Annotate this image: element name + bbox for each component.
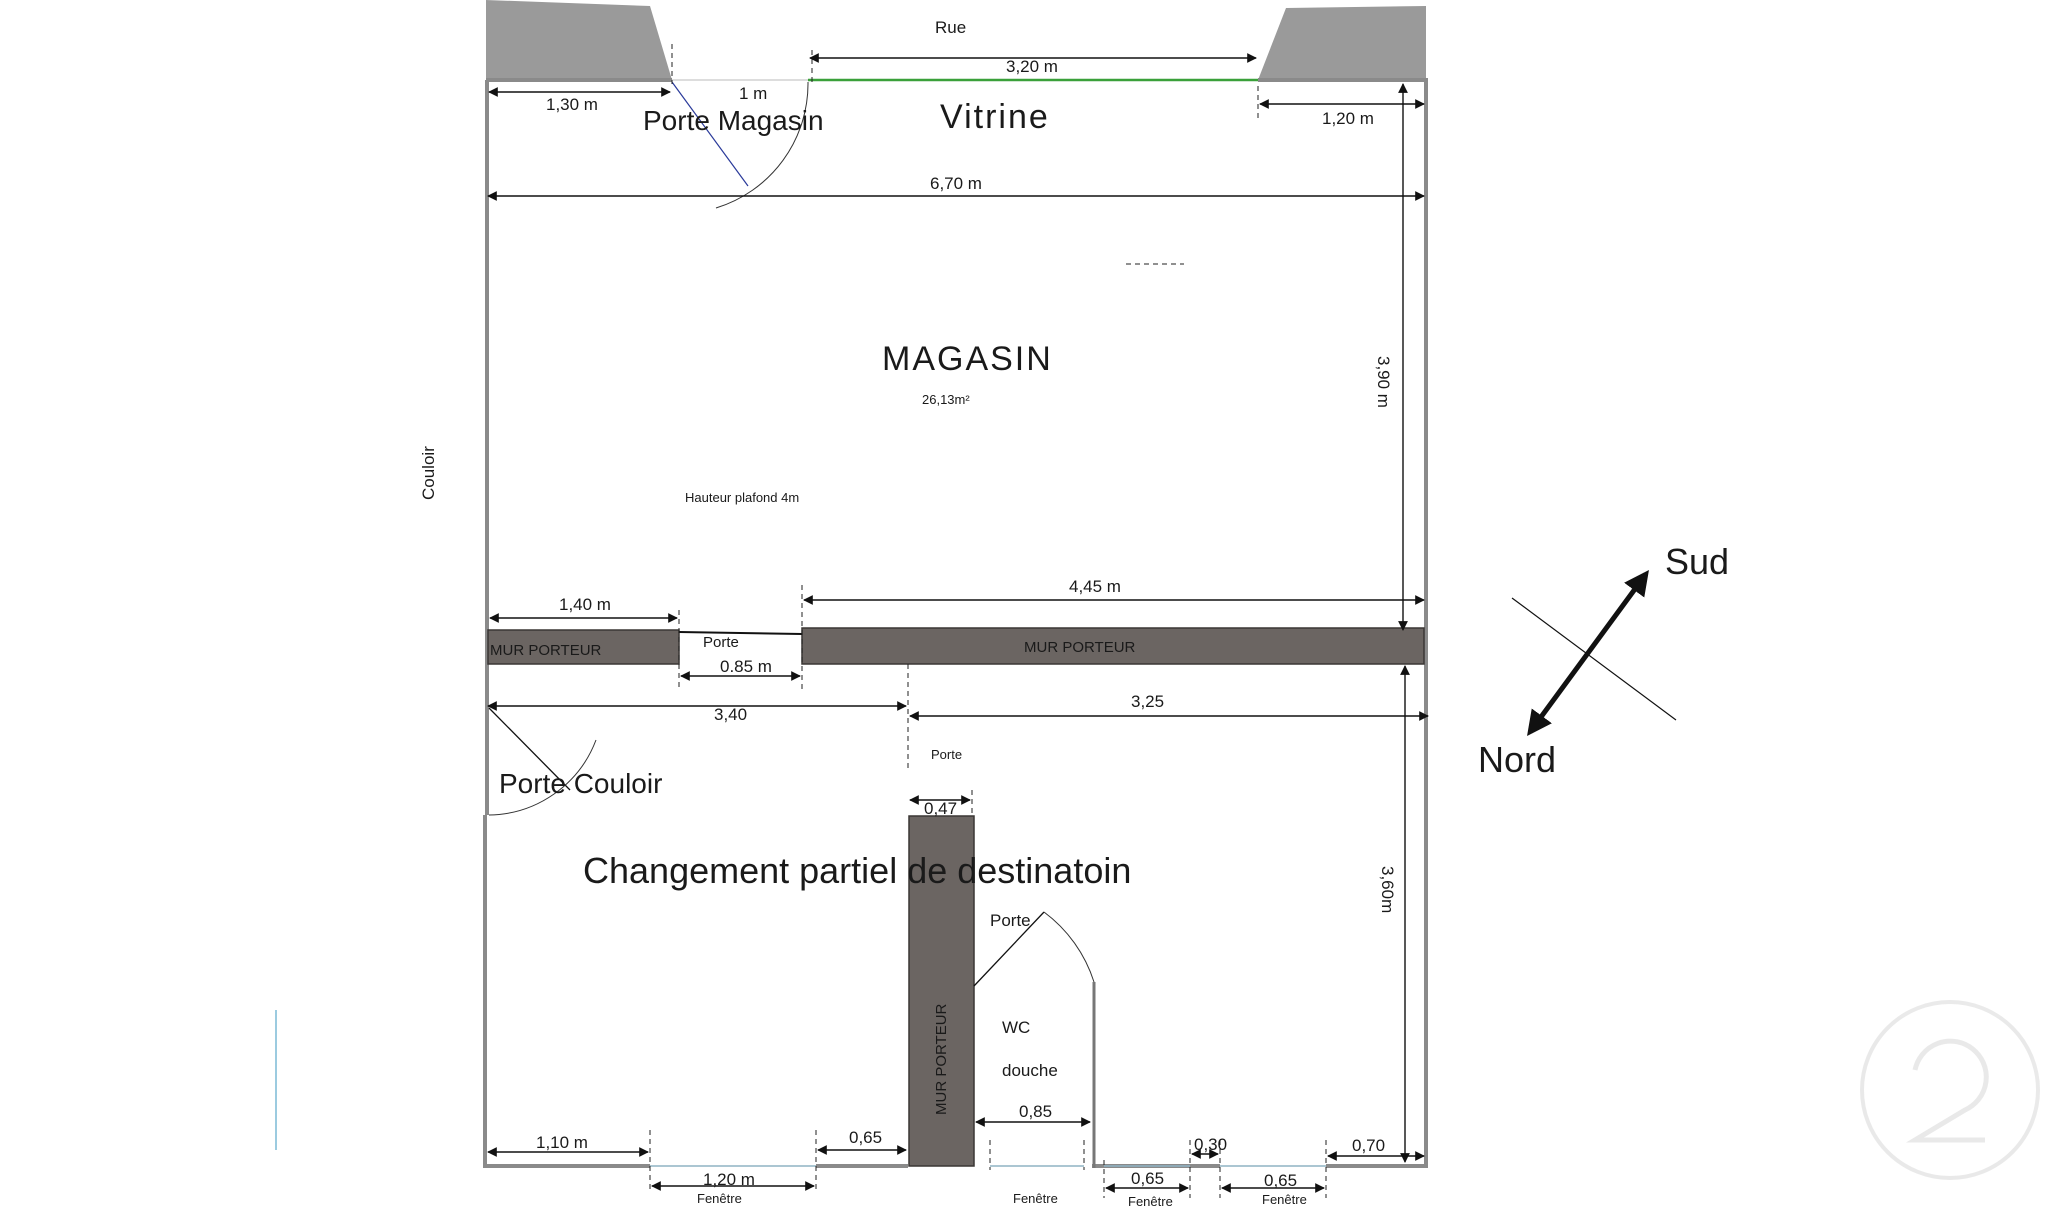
dimension-1-30: 1,30 m <box>546 95 598 114</box>
dimension-1m: 1 m <box>739 84 767 103</box>
room-area: 26,13m² <box>922 392 970 407</box>
corridor-label: Couloir <box>419 446 438 500</box>
dimension-3-90: 3,90 m <box>1374 356 1393 408</box>
dimension-3-25: 3,25 <box>1131 692 1164 711</box>
compass-south-label: Sud <box>1665 541 1729 582</box>
compass-north-label: Nord <box>1478 739 1556 780</box>
window-label-3: Fenêtre <box>1128 1194 1173 1209</box>
corridor-door-leaf <box>488 707 571 791</box>
corridor-door-label: Porte Couloir <box>499 768 662 799</box>
dimension-3-60: 3,60m <box>1378 866 1397 913</box>
bearing-wall-left-label: MUR PORTEUR <box>490 642 602 659</box>
wc-door-swing <box>1043 911 1095 983</box>
ceiling-height: Hauteur plafond 4m <box>685 490 799 505</box>
dimension-lines <box>487 53 1429 1193</box>
dimension-0-70: 0,70 <box>1352 1136 1385 1155</box>
inner-door-label: Porte <box>703 634 739 651</box>
street-label: Rue <box>935 18 966 37</box>
dimension-0-65-a: 0,65 <box>849 1128 882 1147</box>
sidewalk-right <box>1258 6 1426 80</box>
bearing-wall-vertical-label: MUR PORTEUR <box>933 1003 950 1115</box>
dimension-0-85-door: 0.85 m <box>720 657 772 676</box>
dimension-1-20-top: 1,20 m <box>1322 109 1374 128</box>
dimension-0-47: 0,47 <box>924 799 957 818</box>
room-name-magasin: MAGASIN <box>882 340 1053 378</box>
window-label-2: Fenêtre <box>1013 1191 1058 1206</box>
watermark-logo <box>1860 1000 2040 1180</box>
dimension-1-10: 1,10 m <box>536 1133 588 1152</box>
shop-door-label: Porte Magasin <box>643 105 824 136</box>
building-outline <box>483 78 1428 1168</box>
shop-window-label: Vitrine <box>940 98 1050 136</box>
compass-cross-line <box>1511 597 1677 721</box>
compass-arrow <box>1527 569 1649 737</box>
wc-door-label: Porte <box>990 911 1031 930</box>
shower-label: douche <box>1002 1061 1058 1080</box>
window-label-4: Fenêtre <box>1262 1192 1307 1207</box>
change-of-use-note: Changement partiel de destinatoin <box>583 850 1131 891</box>
corridor-door-swing <box>488 739 597 816</box>
sidewalk-left <box>486 0 672 80</box>
dimension-0-65-c: 0,65 <box>1264 1171 1297 1190</box>
dimension-0-30: 0,30 <box>1194 1135 1227 1154</box>
dimension-1-20-bottom: 1,20 m <box>703 1170 755 1189</box>
dimension-0-85-wc: 0,85 <box>1019 1102 1052 1121</box>
wc-label: WC <box>1002 1018 1030 1037</box>
bearing-wall-left <box>487 629 680 665</box>
dimension-6-70: 6,70 m <box>930 174 982 193</box>
dimension-3-40: 3,40 <box>714 705 747 724</box>
shop-door-leaf <box>671 81 749 187</box>
dimension-4-45: 4,45 m <box>1069 577 1121 596</box>
bearing-wall-right-label: MUR PORTEUR <box>1024 639 1136 656</box>
compass: Sud Nord <box>1478 541 1729 780</box>
wc-door-leaf <box>973 911 1045 987</box>
dimension-extension-lines <box>649 44 1327 1198</box>
bearing-wall-vertical <box>908 815 975 1167</box>
bearing-wall-right <box>801 627 1425 665</box>
passage-door-label: Porte <box>931 747 962 762</box>
inner-door-gap <box>678 631 803 635</box>
dimension-1-40: 1,40 m <box>559 595 611 614</box>
window-label-1: Fenêtre <box>697 1191 742 1206</box>
dimension-0-65-b: 0,65 <box>1131 1169 1164 1188</box>
dimension-3-20: 3,20 m <box>1006 57 1058 76</box>
